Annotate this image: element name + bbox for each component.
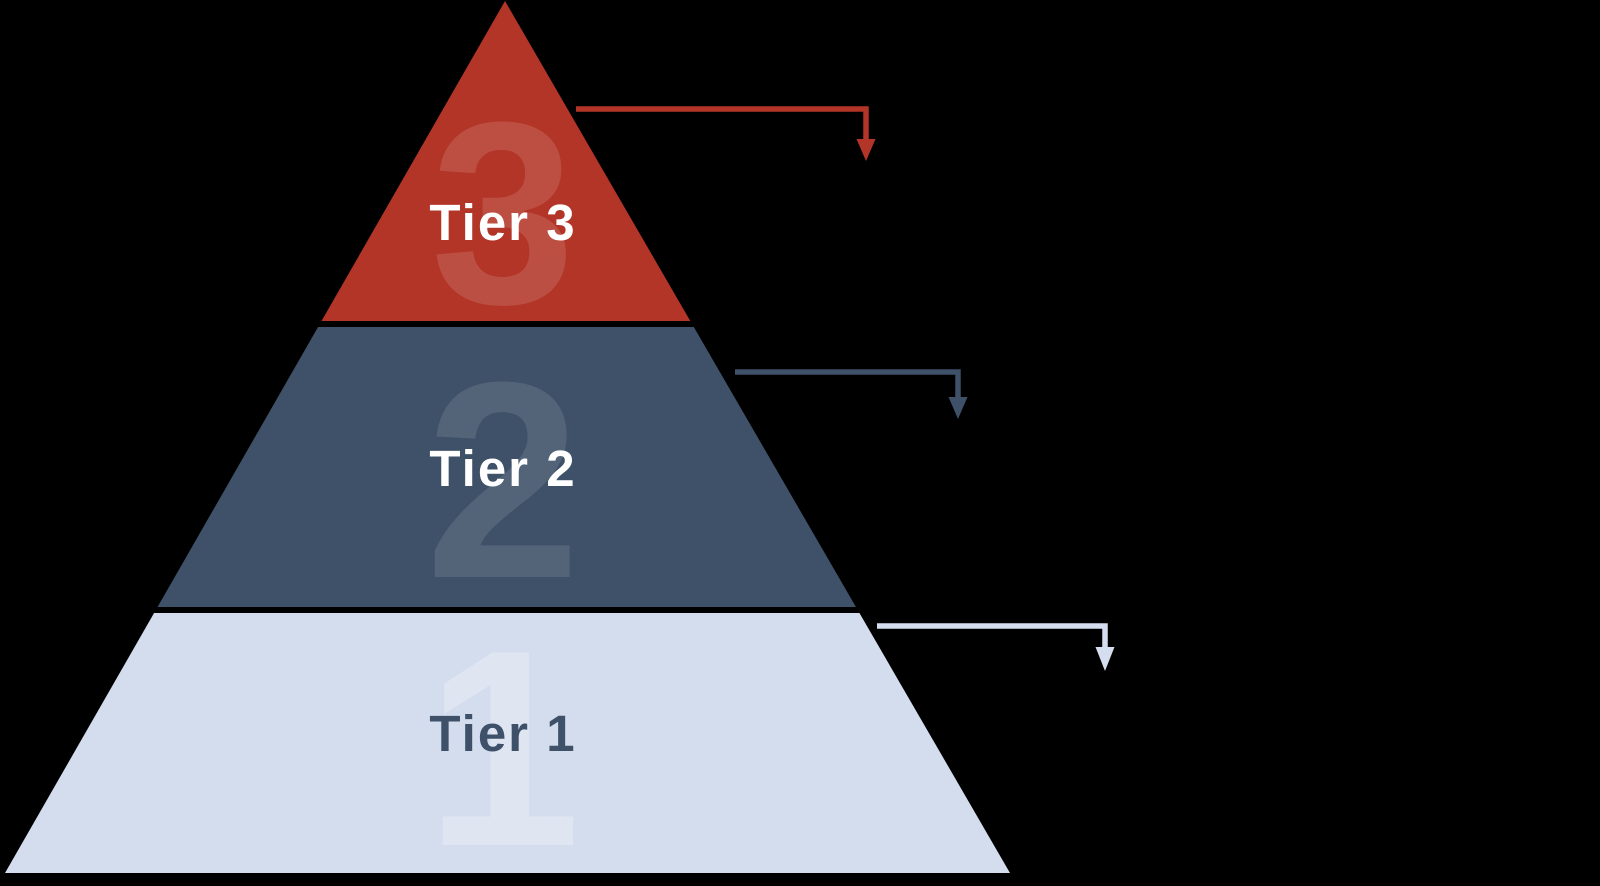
tier-1-ghost-number: 1 [425, 593, 581, 886]
tier-1-arrow [877, 623, 1115, 671]
tier-3-arrow-line [576, 106, 869, 141]
tier-1-arrowhead-icon [1095, 647, 1115, 671]
tier-2-label: Tier 2 [429, 440, 576, 497]
tier-3-label: Tier 3 [429, 194, 576, 251]
tier-2-arrow [735, 369, 968, 419]
tier-1-label: Tier 1 [429, 705, 576, 762]
tier-2-ghost-number: 2 [425, 325, 581, 637]
tier-3-ghost-number: 3 [431, 69, 576, 359]
tier-3-arrowhead-icon [856, 139, 876, 161]
tier-2-arrowhead-icon [948, 397, 968, 419]
tier-3-arrow [576, 106, 876, 161]
tier-1-band [5, 613, 1010, 873]
tier-2-arrow-line [735, 369, 961, 399]
tier-1-arrow-line [877, 623, 1108, 649]
